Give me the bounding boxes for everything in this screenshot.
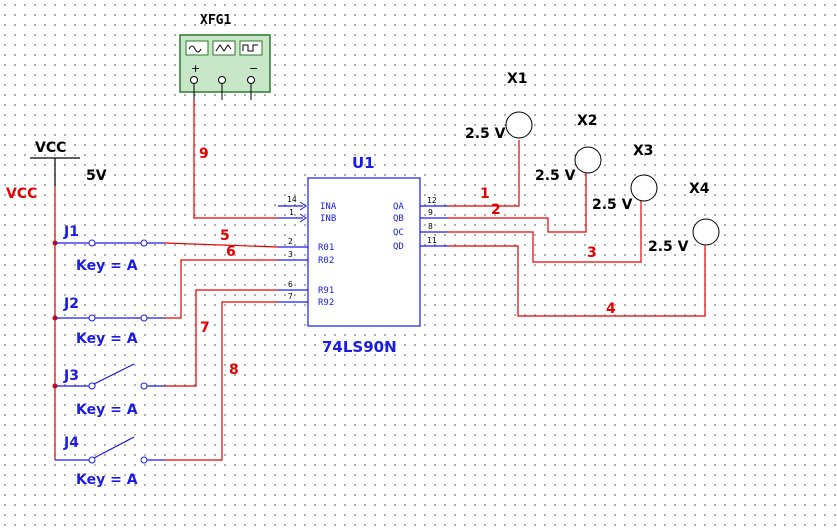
probe-lamp-icon — [505, 111, 533, 139]
net-label: 8 — [229, 362, 239, 378]
vcc-voltage: 5V — [86, 168, 107, 184]
probe-ref: X3 — [633, 143, 654, 159]
vcc-net-label: VCC — [6, 186, 37, 202]
pin-label-qd: QD — [393, 242, 404, 252]
pin-label-r02: R02 — [318, 256, 334, 266]
probe-lamp-icon — [692, 218, 720, 246]
pin-label-r92: R92 — [318, 298, 334, 308]
probe-x1[interactable]: X1 2.5 V — [465, 71, 533, 142]
wire-net-8[interactable] — [165, 301, 278, 461]
switch-key: Key = A — [76, 402, 138, 418]
net-label: 5 — [220, 228, 230, 244]
probe-x3[interactable]: X3 2.5 V — [592, 143, 658, 213]
net-label: 4 — [606, 301, 616, 317]
triangle-wave-icon[interactable] — [212, 40, 236, 56]
pin-label-r91: R91 — [318, 286, 334, 296]
probe-x2[interactable]: X2 2.5 V — [535, 113, 602, 184]
wire-net-3[interactable] — [448, 200, 642, 263]
sine-wave-icon[interactable] — [185, 40, 209, 56]
clock-input-icon — [299, 201, 307, 211]
wire-net-2[interactable] — [448, 172, 587, 233]
vcc-supply[interactable]: VCC 5V VCC — [6, 140, 107, 202]
switch-j2[interactable]: J2 Key = A — [55, 296, 165, 347]
net-label: 7 — [200, 320, 210, 336]
wire-net-9[interactable] — [193, 100, 278, 219]
switch-ref: J1 — [63, 224, 79, 240]
minus-terminal-icon: − — [249, 62, 258, 75]
svg-text:7: 7 — [288, 292, 293, 301]
wire-net-4[interactable] — [448, 245, 706, 317]
switch-ref: J3 — [63, 368, 79, 384]
net-label: 1 — [480, 186, 490, 202]
pin-label-qb: QB — [393, 214, 404, 224]
probe-voltage: 2.5 V — [592, 197, 633, 213]
probe-x4[interactable]: X4 2.5 V — [648, 181, 720, 255]
vcc-label: VCC — [35, 140, 66, 156]
function-generator[interactable]: XFG1 + − — [179, 13, 271, 100]
function-generator-label: XFG1 — [200, 13, 231, 28]
wire-net-6[interactable] — [165, 259, 278, 319]
probe-ref: X2 — [577, 113, 598, 129]
net-label: 9 — [199, 146, 209, 162]
probe-ref: X4 — [689, 181, 710, 197]
net-label: 2 — [491, 202, 501, 218]
common-terminal[interactable] — [218, 76, 226, 84]
probe-ref: X1 — [507, 71, 528, 87]
plus-terminal-icon: + — [191, 62, 200, 75]
pin-label-inb: INB — [320, 214, 336, 224]
svg-text:2: 2 — [288, 237, 293, 246]
svg-text:6: 6 — [288, 280, 293, 289]
svg-text:11: 11 — [427, 236, 437, 245]
switch-j4[interactable]: J4 Key = A — [55, 435, 165, 488]
pin-label-qc: QC — [393, 228, 404, 238]
probe-lamp-icon — [630, 174, 658, 202]
pin-label-ina: INA — [320, 202, 337, 212]
switch-key: Key = A — [76, 258, 138, 274]
probe-voltage: 2.5 V — [648, 239, 689, 255]
probe-lamp-icon — [574, 146, 602, 174]
ic-u1[interactable]: U1 74LS90N 14 INA 1 INB 2 R01 3 R02 6 R9… — [278, 154, 448, 356]
switch-j1[interactable]: J1 Key = A — [55, 224, 165, 274]
switch-key: Key = A — [76, 331, 138, 347]
ic-body — [307, 177, 421, 327]
switch-key: Key = A — [76, 472, 138, 488]
ic-ref: U1 — [352, 154, 375, 172]
svg-text:3: 3 — [288, 250, 293, 259]
switch-j3[interactable]: J3 Key = A — [55, 363, 165, 418]
wire-net-1[interactable] — [448, 140, 520, 207]
pin-label-qa: QA — [393, 202, 404, 212]
svg-text:1: 1 — [289, 208, 294, 217]
net-label: 6 — [226, 244, 236, 260]
svg-text:14: 14 — [287, 195, 297, 204]
ic-part: 74LS90N — [322, 338, 397, 356]
wire-net-5[interactable] — [164, 242, 279, 248]
svg-text:12: 12 — [427, 196, 437, 205]
pin-label-r01: R01 — [318, 243, 334, 253]
svg-text:9: 9 — [428, 208, 433, 217]
clock-input-icon — [299, 213, 307, 223]
switch-ref: J2 — [63, 296, 79, 312]
probe-voltage: 2.5 V — [465, 126, 506, 142]
switch-ref: J4 — [63, 435, 79, 451]
plus-terminal[interactable] — [190, 76, 198, 84]
minus-terminal[interactable] — [247, 76, 255, 84]
net-label: 3 — [587, 245, 597, 261]
probe-voltage: 2.5 V — [535, 168, 576, 184]
svg-text:8: 8 — [428, 222, 433, 231]
wire-net-7[interactable] — [165, 289, 278, 387]
